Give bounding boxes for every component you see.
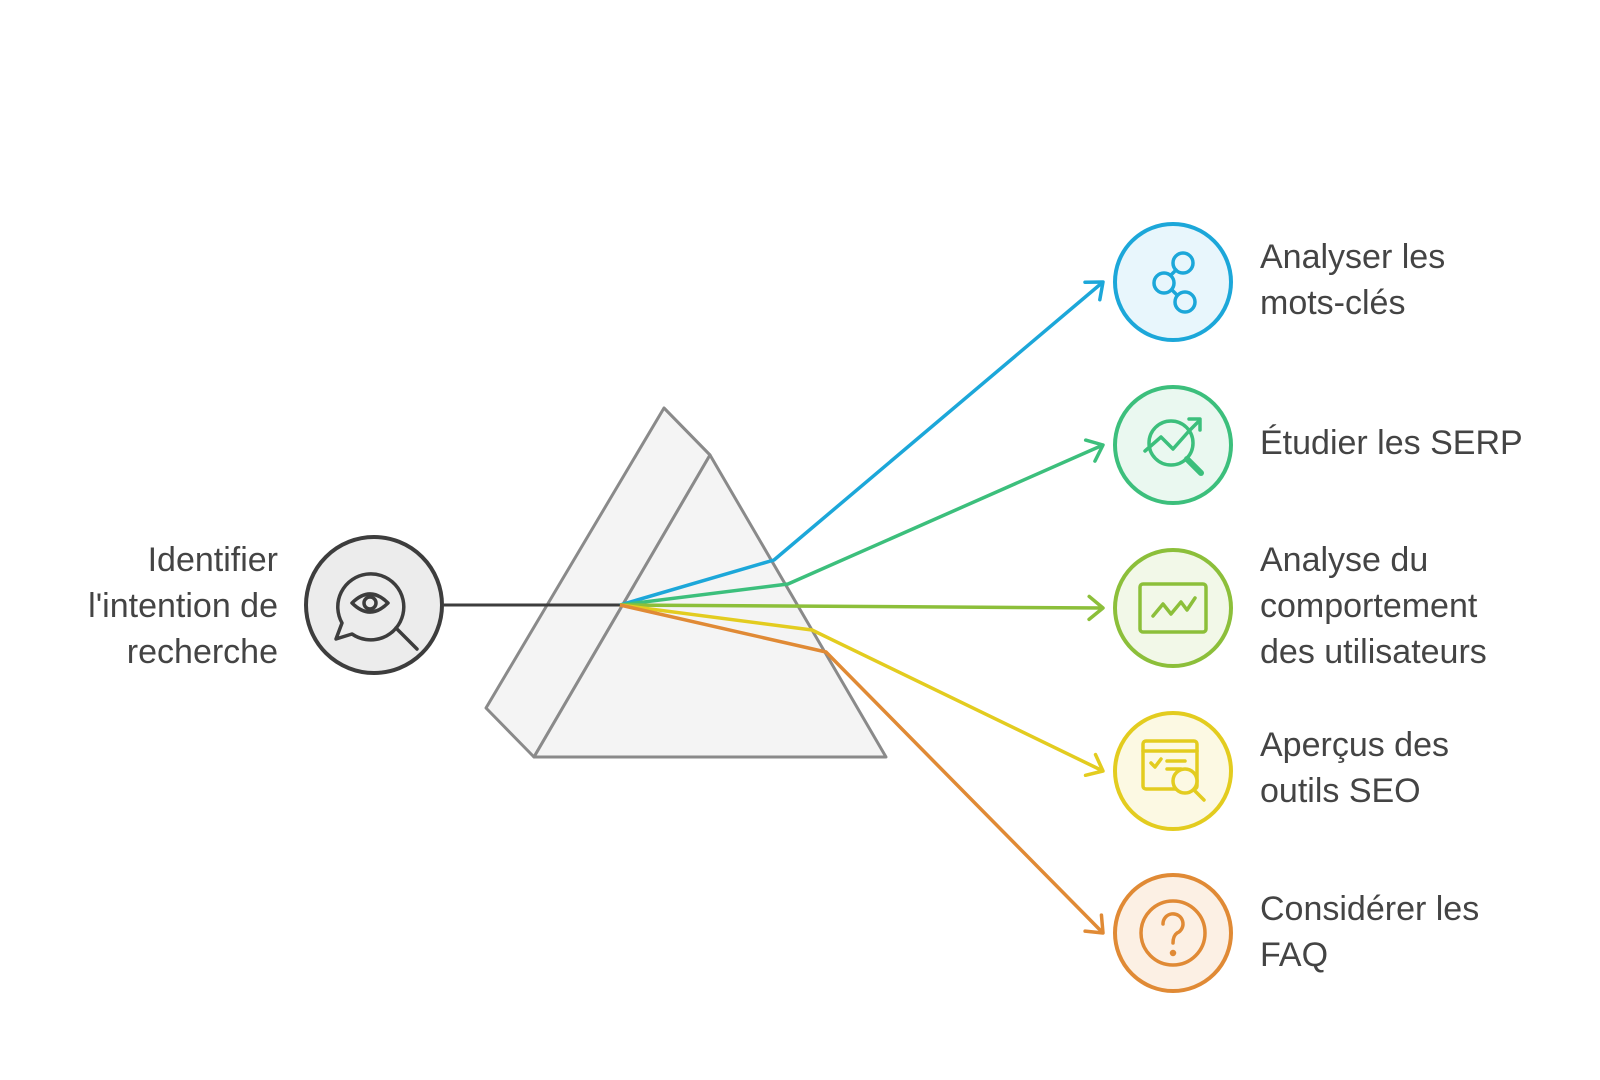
output-beams [619,280,1105,935]
beam-4 [619,603,1104,773]
beam-arrowhead-3 [1087,594,1105,622]
beam-arrowhead-1 [1083,280,1105,302]
output-label-3: Analyse du comportement des utilisateurs [1260,541,1487,671]
prism-top-edge [662,406,712,457]
output-label-2: Étudier les SERP [1260,424,1523,462]
eye-search-icon [334,572,419,651]
beam-arrowhead-2 [1083,438,1105,463]
output-node-3 [1113,548,1233,668]
beam-1 [619,280,1105,607]
output-label-1: Analyser les mots-clés [1260,238,1446,322]
link-nodes-icon [1152,251,1197,314]
prism-icon [484,406,888,759]
beam-3 [619,603,1104,610]
beam-2 [619,443,1104,607]
output-label-4: Aperçus des outils SEO [1260,726,1449,810]
source-node [304,535,444,675]
output-circle-3 [1113,548,1233,668]
source-label: Identifier l'intention de recherche [88,541,278,671]
analytics-chart-icon [1138,582,1208,634]
output-circle-5 [1113,873,1233,993]
beam-5 [619,603,1105,935]
output-node-2 [1113,385,1233,505]
browser-search-icon [1141,739,1206,802]
output-circle-4 [1113,711,1233,831]
beam-arrowhead-4 [1083,752,1105,778]
output-label-5: Considérer les FAQ [1260,890,1480,974]
trend-search-icon [1143,417,1204,476]
question-mark-icon [1139,899,1207,967]
output-node-1 [1113,222,1233,342]
output-node-4 [1113,711,1233,831]
output-node-5 [1113,873,1233,993]
output-circle-2 [1113,385,1233,505]
output-nodes [1113,222,1233,993]
beam-arrowhead-5 [1083,913,1105,935]
